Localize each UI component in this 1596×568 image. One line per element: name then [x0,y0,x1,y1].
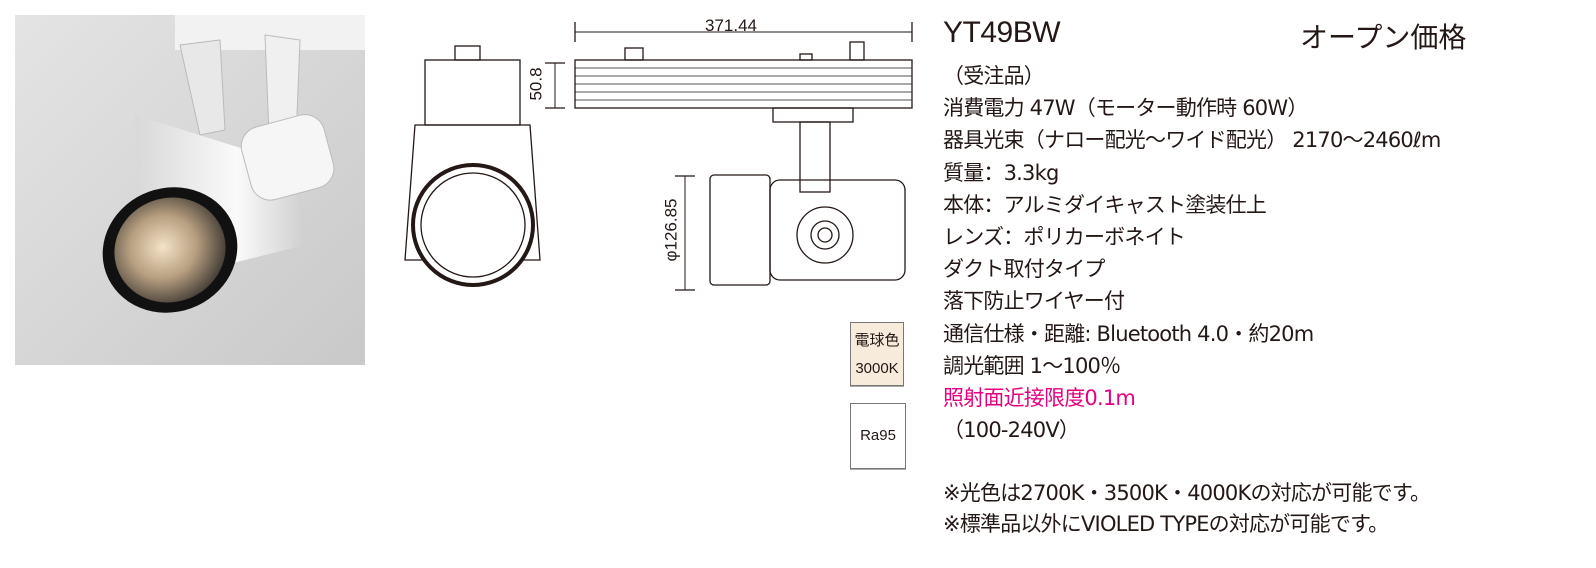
spec-item: レンズ：ポリカーボネイト [943,225,1186,250]
product-photo [15,15,365,365]
model-number: YT49BW [943,16,1061,49]
dimension-length: 371.44 [705,16,757,35]
dimension-height: 50.8 [526,67,546,101]
note-item: ※標準品以外にVIOLED TYPEの対応が可能です。 [943,512,1389,536]
spec-item: （100-240V） [943,418,1080,443]
spec-item: 質量：3.3kg [943,160,1059,185]
spec-item: 消費電力 47W（モーター動作時 60W） [943,96,1308,121]
dimension-diameter: φ126.85 [661,198,681,262]
spec-item: 本体：アルミダイキャスト塗装仕上 [943,192,1267,217]
price: オープン価格 [1300,21,1467,54]
notes: ※光色は2700K・3500K・4000Kの対応が可能です。 ※標準品以外にVI… [943,478,1431,540]
note-item: ※光色は2700K・3500K・4000Kの対応が可能です。 [943,481,1431,505]
spec-item: 通信仕様・距離: Bluetooth 4.0・約20m [943,321,1314,346]
spec-item: 調光範囲 1〜100％ [943,353,1121,378]
spec-item: ダクト取付タイプ [943,257,1105,282]
color-temperature-badge: 電球色 3000K [850,322,904,386]
color-temp: 3000K [855,360,899,377]
spec-list: （受注品） 消費電力 47W（モーター動作時 60W） 器具光束（ナロー配光〜ワ… [943,60,1441,446]
color-name: 電球色 [854,332,900,349]
ra-badge: Ra95 [850,403,906,469]
spec-item: （受注品） [943,64,1045,88]
spec-item: 落下防止ワイヤー付 [943,289,1125,314]
spec-item: 器具光束（ナロー配光〜ワイド配光） 2170〜2460ℓm [943,128,1441,153]
dimension-drawing [404,22,913,291]
spec-item-highlight: 照射面近接限度0.1m [943,386,1136,411]
